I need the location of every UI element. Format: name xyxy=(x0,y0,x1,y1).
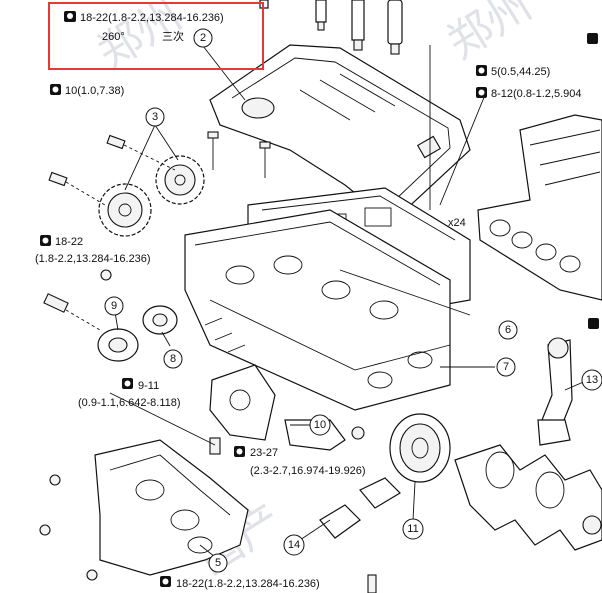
torque-text: 5(0.5,44.25) xyxy=(491,66,550,78)
callout-number: 13 xyxy=(586,374,598,386)
torque-text: 8-12(0.8-1.2,5.904 xyxy=(491,88,582,100)
intake-manifold xyxy=(477,114,602,301)
quantity-text: x24 xyxy=(448,217,466,229)
wrench-icon xyxy=(476,65,487,76)
torque-label-7: 5(0.5,44.25) xyxy=(476,65,550,78)
exhaust-manifold xyxy=(39,439,249,581)
wrench-icon xyxy=(587,33,598,44)
wrench-icon xyxy=(40,235,51,246)
callout-14: 14 xyxy=(283,534,305,556)
torque-label-8: 8-12(0.8-1.2,5.904 xyxy=(476,87,582,100)
callout-number: 2 xyxy=(200,32,206,44)
callout-3: 3 xyxy=(145,107,165,127)
callout-number: 3 xyxy=(152,111,158,123)
callout-10: 10 xyxy=(309,414,331,436)
highlight-box xyxy=(48,2,264,70)
callout-13: 13 xyxy=(581,369,602,391)
torque-label-5: 23-27 (2.3-2.7,16.974-19.926) xyxy=(234,446,366,477)
callout-8: 8 xyxy=(163,349,183,369)
torque-label-2: 10(1.0,7.38) xyxy=(50,84,124,97)
torque-text: (1.8-2.2,13.284-16.236) xyxy=(35,253,151,265)
wrench-icon xyxy=(160,576,171,587)
wrench-icon xyxy=(234,446,245,457)
callout-6: 6 xyxy=(498,320,518,340)
idler-pulleys xyxy=(43,269,178,362)
watermark-text: 郑州 xyxy=(439,0,541,69)
wrench-icon xyxy=(50,84,61,95)
callout-7: 7 xyxy=(496,357,516,377)
torque-text: 10(1.0,7.38) xyxy=(65,85,124,97)
callout-number: 6 xyxy=(505,324,511,336)
valve-cover xyxy=(209,44,471,216)
torque-text: 23-27 xyxy=(250,447,278,459)
callout-number: 7 xyxy=(503,361,509,373)
torque-label-4: 9-11 (0.9-1.1,6.642-8.118) xyxy=(78,378,181,409)
wrench-icon xyxy=(64,11,76,22)
wrench-icon xyxy=(588,318,599,329)
torque-text: 18-22 xyxy=(55,236,83,248)
callout-11: 11 xyxy=(402,518,424,540)
callout-number: 5 xyxy=(215,557,221,569)
torque-text: 18-22(1.8-2.2,13.284-16.236) xyxy=(80,12,224,24)
callout-number: 11 xyxy=(407,523,418,535)
callout-9: 9 xyxy=(104,296,124,316)
ignition-coils xyxy=(259,0,403,55)
torque-text: (0.9-1.1,6.642-8.118) xyxy=(78,397,181,409)
callout-number: 14 xyxy=(288,539,300,551)
wrench-icon xyxy=(476,87,487,98)
callout-number: 10 xyxy=(314,419,326,431)
times-text: 三次 xyxy=(162,29,184,43)
torque-label-3: 18-22 (1.8-2.2,13.284-16.236) xyxy=(35,235,151,265)
torque-text: 9-11 xyxy=(138,380,159,392)
callout-5: 5 xyxy=(208,553,228,573)
bearing-caps xyxy=(319,477,401,593)
torque-label-6: 18-22(1.8-2.2,13.284-16.236) xyxy=(160,576,320,590)
torque-text: 18-22(1.8-2.2,13.284-16.236) xyxy=(176,578,320,590)
torque-text: (2.3-2.7,16.974-19.926) xyxy=(250,465,366,477)
crankshaft xyxy=(454,444,602,551)
crank-pulley xyxy=(389,413,451,483)
wrench-icon xyxy=(122,378,133,389)
callout-number: 8 xyxy=(170,353,176,365)
cylinder-head xyxy=(184,131,471,411)
camshaft-gears xyxy=(48,134,205,237)
callout-number: 9 xyxy=(111,300,117,312)
connecting-rod xyxy=(537,337,573,446)
angle-text: 260° xyxy=(102,31,125,43)
callout-2: 2 xyxy=(193,28,213,48)
torque-label-1: 18-22(1.8-2.2,13.284-16.236) 260° 三次 xyxy=(64,11,224,43)
